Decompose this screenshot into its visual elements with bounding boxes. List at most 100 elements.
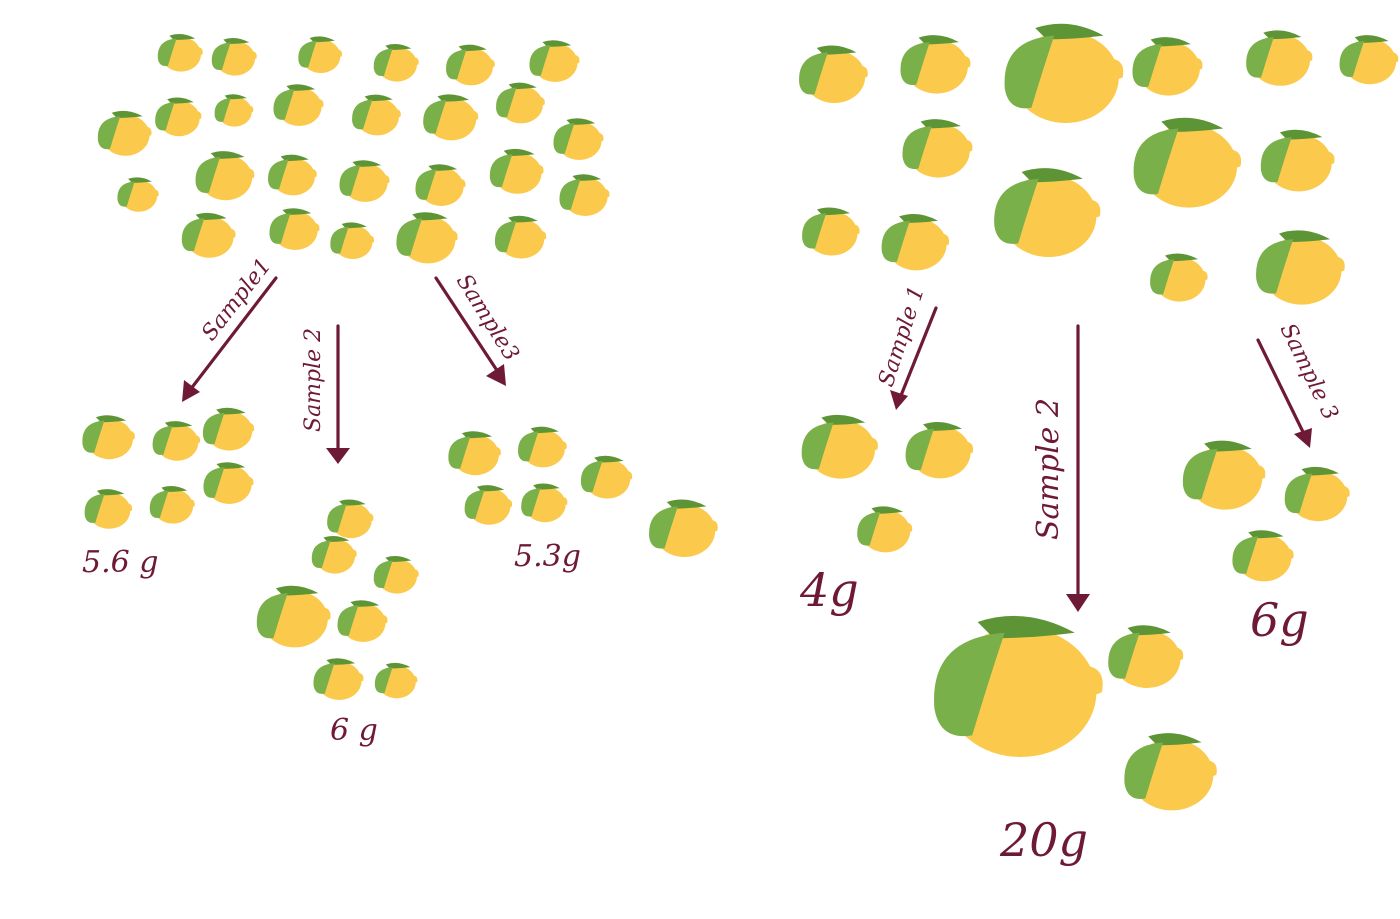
lemon-icon xyxy=(152,421,201,461)
left-population xyxy=(97,33,610,264)
lemon-icon xyxy=(327,499,374,539)
left-sample3-group xyxy=(448,426,718,557)
lemon-icon xyxy=(1260,129,1335,192)
lemon-icon xyxy=(1256,230,1345,305)
left-sample1-label: Sample1 xyxy=(197,254,277,346)
left-sample1-arrow: Sample1 xyxy=(182,254,278,402)
lemon-icon xyxy=(337,600,388,642)
lemon-icon xyxy=(802,207,860,256)
lemon-icon xyxy=(489,148,544,194)
lemon-icon xyxy=(1339,35,1399,85)
lemon-icon xyxy=(149,485,195,524)
lemon-icon xyxy=(82,415,135,460)
lemon-icon xyxy=(423,94,479,141)
left-sample3-weight: 5.3g xyxy=(514,539,581,574)
lemon-icon xyxy=(298,36,343,73)
lemon-icon xyxy=(446,44,495,86)
lemon-icon xyxy=(559,174,610,216)
lemon-icon xyxy=(1108,625,1184,688)
lemon-icon xyxy=(84,489,133,529)
lemon-icon xyxy=(181,212,236,258)
lemon-icon xyxy=(1182,440,1266,510)
arrow-icon xyxy=(890,390,908,410)
left-panel: Sample1 Sample 2 Sample3 5.6 g 6 g 5.3g xyxy=(82,33,718,748)
left-sample2-weight: 6 g xyxy=(330,713,378,748)
left-sample2-arrow: Sample 2 xyxy=(301,324,350,464)
lemon-icon xyxy=(269,208,320,250)
lemon-icon xyxy=(374,662,418,699)
lemon-icon xyxy=(256,585,331,648)
lemon-icon xyxy=(934,615,1103,757)
lemon-icon xyxy=(1150,253,1208,302)
right-sample2-arrow: Sample 2 xyxy=(1031,324,1090,612)
lemon-icon xyxy=(339,160,390,202)
lemon-icon xyxy=(529,40,580,82)
lemon-icon xyxy=(97,110,152,156)
lemon-icon xyxy=(496,82,545,124)
lemon-icon xyxy=(352,94,401,136)
lemon-icon xyxy=(117,177,159,212)
lemon-icon xyxy=(799,45,868,103)
arrow-icon xyxy=(486,364,506,386)
lemon-icon xyxy=(521,483,568,523)
lemon-icon xyxy=(202,407,255,451)
lemon-icon xyxy=(902,119,973,178)
lemon-icon xyxy=(801,414,878,479)
lemon-icon xyxy=(857,506,913,553)
arrow-icon xyxy=(182,380,200,402)
lemon-icon xyxy=(373,555,419,594)
left-sample3-arrow: Sample3 xyxy=(434,270,524,386)
lemon-icon xyxy=(396,212,458,264)
left-sample2-label: Sample 2 xyxy=(301,328,326,432)
right-sample1-label: Sample 1 xyxy=(874,283,930,390)
left-sample1-group xyxy=(82,407,255,529)
lemon-icon xyxy=(211,37,257,76)
lemon-icon xyxy=(330,222,375,259)
lemon-icon xyxy=(1004,23,1124,123)
right-sample1-weight: 4g xyxy=(799,563,859,617)
lemon-icon xyxy=(553,118,604,160)
lemon-icon xyxy=(580,455,633,499)
lemon-icon xyxy=(311,535,357,574)
right-sample3-group xyxy=(1182,440,1350,582)
lemon-icon xyxy=(1133,117,1242,208)
lemon-icon xyxy=(994,168,1101,257)
lemon-icon xyxy=(373,43,419,82)
lemon-icon xyxy=(494,215,547,259)
right-population xyxy=(799,23,1399,305)
right-sample3-weight: 6g xyxy=(1250,593,1309,647)
lemon-icon xyxy=(448,431,501,476)
left-sample1-weight: 5.6 g xyxy=(82,545,158,580)
lemon-icon xyxy=(900,35,971,94)
right-sample3-label: Sample 3 xyxy=(1275,320,1343,425)
lemon-icon xyxy=(1232,530,1294,582)
lemon-icon xyxy=(881,213,950,271)
lemon-icon xyxy=(1132,37,1203,96)
lemon-icon xyxy=(415,164,466,206)
lemon-icon xyxy=(203,462,254,504)
lemon-icon xyxy=(214,94,254,127)
right-sample1-arrow: Sample 1 xyxy=(874,283,938,410)
lemon-icon xyxy=(157,33,203,72)
lemon-icon xyxy=(195,151,255,201)
lemon-icon xyxy=(313,658,364,700)
lemon-icon xyxy=(464,485,513,525)
arrow-icon xyxy=(326,448,350,464)
lemon-icon xyxy=(518,426,567,468)
right-sample3-arrow: Sample 3 xyxy=(1256,320,1343,448)
lemon-icon xyxy=(905,421,974,479)
arrow-icon xyxy=(1066,594,1090,612)
lemon-icon xyxy=(155,97,202,137)
lemon-icon xyxy=(1246,30,1313,86)
arrow-icon xyxy=(1294,428,1312,448)
right-sample2-group xyxy=(934,615,1217,811)
right-sample2-label: Sample 2 xyxy=(1031,398,1066,540)
lemon-icon xyxy=(1124,733,1217,811)
left-sample2-group xyxy=(256,499,419,700)
lemon-icon xyxy=(649,499,718,557)
right-sample2-weight: 20g xyxy=(999,813,1088,867)
lemon-icon xyxy=(268,154,317,196)
lemon-icon xyxy=(273,84,324,126)
right-sample1-group xyxy=(801,414,974,553)
